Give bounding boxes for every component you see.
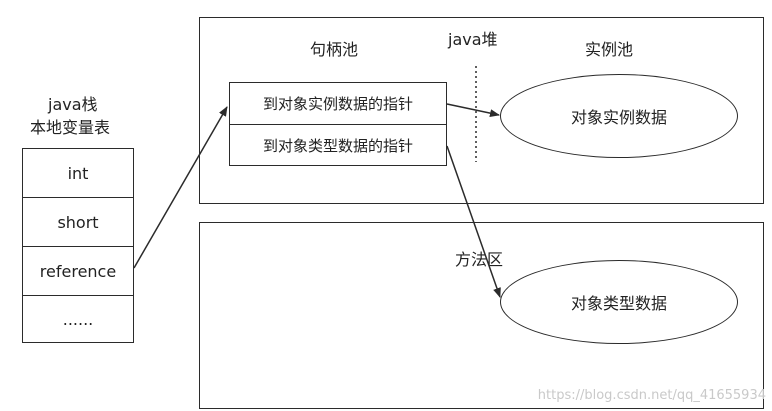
handle-row-type-pointer: 到对象类型数据的指针 [262,136,413,155]
method-area-title: 方法区 [455,250,504,269]
local-variable-table: int short reference ...... [22,148,134,343]
handle-row-instance-pointer: 到对象实例数据的指针 [230,83,446,125]
object-instance-data-label: 对象实例数据 [570,108,667,127]
java-heap-title: java堆 [448,30,498,49]
stack-cell-ellipsis: ...... [62,309,94,329]
stack-cell-int: int [23,149,133,198]
arrow-handle-to-type [446,145,501,298]
stack-cell-short: short [23,198,133,247]
arrow-handle-to-instance [446,103,500,118]
arrow-reference-to-handle [133,106,228,269]
handle-pool-table: 到对象实例数据的指针 到对象类型数据的指针 [229,82,447,166]
object-type-data-ellipse: 对象类型数据 [500,260,738,344]
object-type-data-label: 对象类型数据 [570,294,667,313]
local-variable-table-title: 本地变量表 [30,118,111,137]
stack-cell-reference: reference [23,247,133,296]
handle-pool-title: 句柄池 [310,40,359,59]
java-stack-title: java栈 [48,95,98,114]
object-instance-data-ellipse: 对象实例数据 [500,74,738,158]
instance-pool-title: 实例池 [585,40,634,59]
watermark: https://blog.csdn.net/qq_41655934 [537,388,766,403]
